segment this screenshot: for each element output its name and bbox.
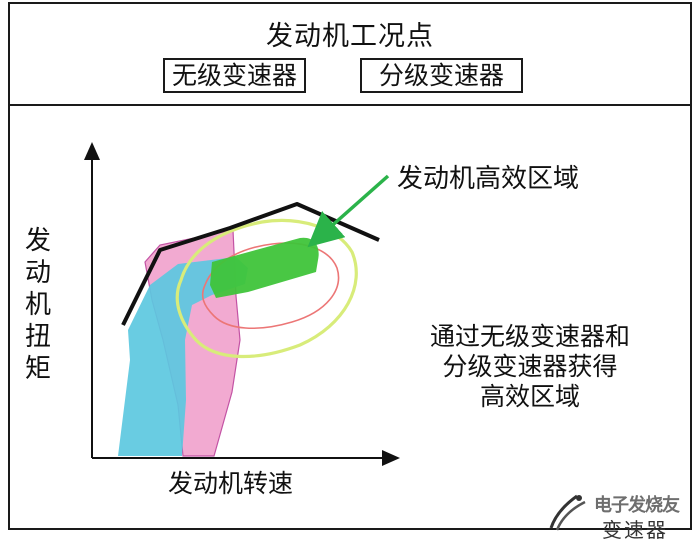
note-text: 通过无级变速器和 分级变速器获得 高效区域 [410, 322, 650, 412]
efficiency-core-area [210, 237, 319, 298]
cvt-option-box: 无级变速器 [163, 58, 306, 93]
region-pointer-arrow [307, 174, 390, 248]
stepped-operating-area [118, 257, 248, 456]
efficiency-contour-inner [201, 242, 340, 330]
note-line-3: 高效区域 [479, 382, 580, 411]
watermark-subtext: 变速器 [602, 518, 668, 542]
y-axis-label: 发动机扭矩 [24, 226, 51, 384]
note-line-1: 通过无级变速器和 [429, 322, 630, 351]
note-line-2: 分级变速器获得 [442, 352, 618, 381]
efficient-region-label: 发动机高效区域 [397, 164, 580, 194]
figure-frame [8, 2, 692, 530]
watermark-text: 电子发烧友 [594, 495, 680, 516]
header-divider [8, 104, 692, 106]
figure-title: 发动机工况点 [266, 21, 434, 52]
efficiency-contour-outer [175, 218, 358, 359]
watermark-logo-icon [549, 494, 586, 531]
x-axis-label: 发动机转速 [168, 469, 294, 498]
stepped-option-box: 分级变速器 [360, 58, 523, 93]
